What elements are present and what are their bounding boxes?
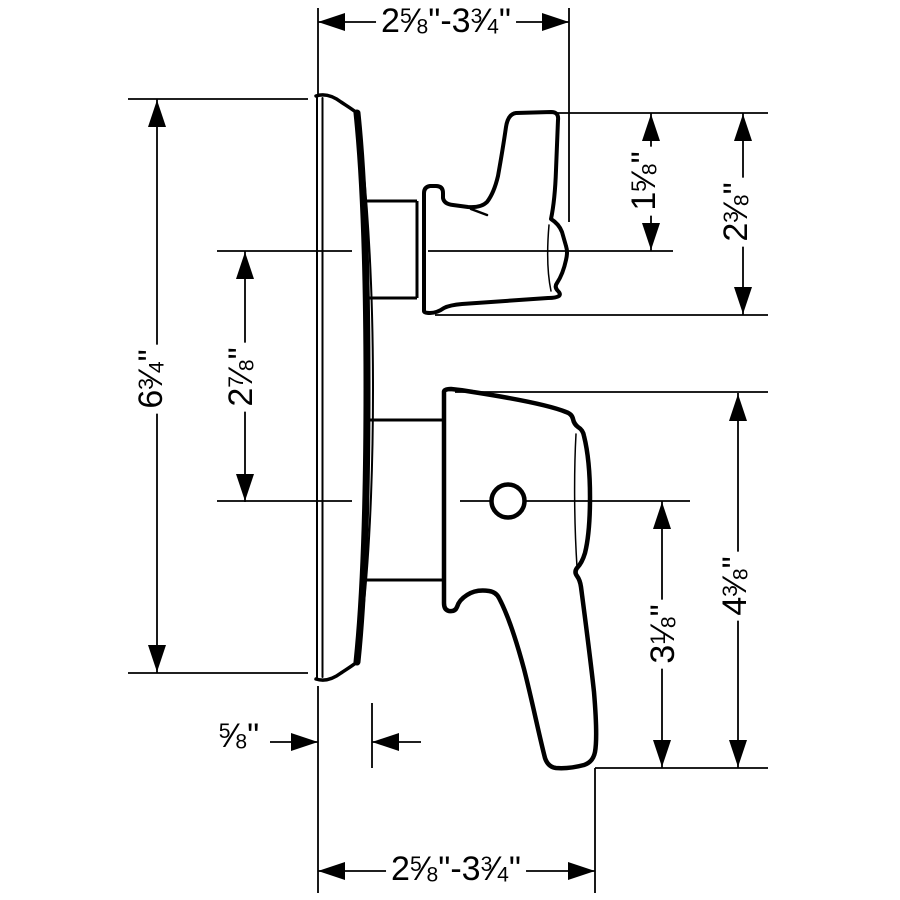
dim-label-lower-center-to-handle-end: 31⁄8" <box>644 599 682 669</box>
dim-label-upper-handle-height: 23⁄8" <box>717 177 755 247</box>
dim-label-lower-handle-height: 43⁄8" <box>716 551 754 621</box>
dim-label-escutcheon-height: 63⁄4" <box>132 344 170 414</box>
extension-lines <box>128 8 768 893</box>
lower-valve-stem <box>366 418 443 582</box>
dim-label-bottom-width: 25⁄8"-33⁄4" <box>386 850 526 888</box>
screw-hole <box>489 482 527 520</box>
centerlines <box>217 250 690 502</box>
dim-label-top-width: 25⁄8"-33⁄4" <box>376 2 516 40</box>
dim-label-upper-handle-above-center: 15⁄8" <box>625 146 663 216</box>
upper-valve-stem <box>365 199 419 300</box>
dimension-arrowheads <box>148 13 752 880</box>
escutcheon <box>314 93 375 682</box>
upper-handle <box>422 110 569 315</box>
dim-label-handle-center-spacing: 27⁄8" <box>222 342 260 412</box>
dim-label-escutcheon-depth: 5⁄8" <box>213 717 265 755</box>
lower-handle <box>441 386 599 771</box>
